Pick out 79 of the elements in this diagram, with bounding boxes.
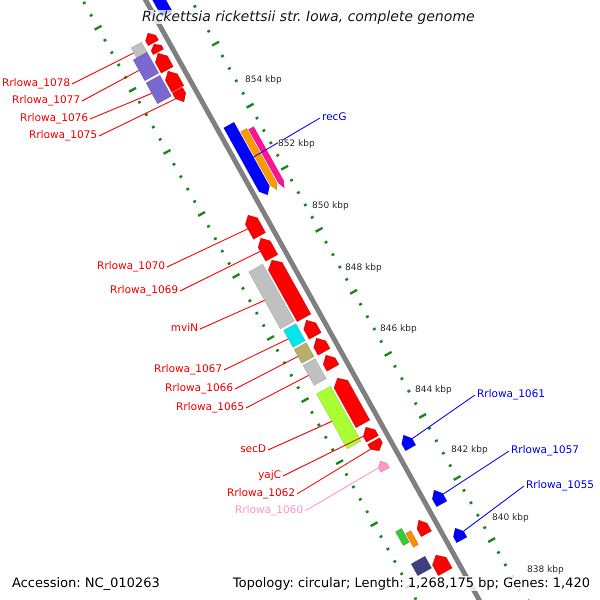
scale-label: 840 kbp (492, 514, 529, 523)
scale-label: 842 kbp (451, 446, 488, 455)
gene-label: Rrlowa_1078 (2, 78, 70, 88)
gene-feature (416, 520, 432, 538)
gene-feature (453, 528, 468, 544)
gene-label: mviN (170, 323, 198, 334)
leader-line (253, 118, 320, 158)
leader-line (82, 70, 140, 102)
gene-label: Rrlowa_1070 (97, 261, 165, 272)
gene-feature (432, 554, 453, 576)
scale-label: 852 kbp (278, 140, 315, 149)
leader-line (282, 436, 364, 476)
gene-label: Rrlowa_1076 (20, 113, 88, 124)
gene-label: Rrlowa_1061 (477, 389, 545, 400)
leader-line (90, 92, 152, 120)
gene-label: recG (322, 112, 346, 122)
gene-feature (378, 460, 390, 473)
leader-line (304, 467, 379, 512)
gene-label: Rrlowa_1075 (29, 130, 97, 140)
gene-feature (240, 128, 278, 190)
gene-feature (248, 264, 295, 330)
scale-label: 838 kbp (527, 566, 564, 575)
gene-feature (258, 238, 278, 262)
gene-label: Rrlowa_1060 (235, 505, 303, 516)
leader-line (98, 98, 176, 136)
gene-feature (334, 378, 370, 428)
gene-feature (244, 214, 266, 240)
gene-label: Rrlowa_1066 (165, 383, 233, 394)
gene-label: Rrlowa_1055 (526, 480, 594, 490)
gene-label: Rrlowa_1057 (511, 445, 579, 456)
gene-feature (432, 490, 448, 508)
gene-feature (150, 44, 164, 56)
gene-feature (223, 122, 270, 196)
leader-line (180, 250, 261, 292)
gene-feature (395, 528, 410, 546)
gene-feature (154, 52, 174, 74)
gene-feature (294, 342, 314, 364)
gene-feature (302, 358, 327, 386)
scale-label: 850 kbp (312, 202, 349, 211)
gene-feature (401, 434, 416, 452)
gene-label: secD (240, 444, 266, 454)
gene-feature (313, 338, 330, 356)
scale-label: 854 kbp (245, 76, 282, 85)
leader-line (200, 300, 266, 330)
gene-feature (268, 260, 312, 322)
scale-label: 846 kbp (380, 325, 417, 334)
gene-feature (132, 52, 160, 82)
gene-feature (316, 386, 362, 450)
gene-feature (367, 437, 383, 452)
gene-label: Rrlowa_1077 (12, 95, 80, 106)
leader-line (72, 52, 134, 84)
leader-line (268, 420, 332, 450)
gene-label: Rrlowa_1062 (227, 488, 295, 498)
gene-label: Rrlowa_1065 (176, 402, 244, 412)
gene-label: yajC (258, 470, 281, 480)
gene-feature (303, 320, 322, 340)
gene-feature (362, 426, 379, 443)
scale-label: 844 kbp (415, 386, 452, 395)
gene-feature (164, 70, 184, 93)
leader-line (442, 450, 510, 495)
gene-feature (146, 74, 172, 104)
accession-text: Accession: NC_010263 (10, 576, 162, 591)
gene-feature (405, 530, 419, 548)
leader-line (463, 486, 524, 532)
title: Rickettsia rickettsii str. Iowa, complete genome (142, 10, 475, 24)
leader-line (234, 356, 298, 390)
gene-label: Rrlowa_1069 (110, 285, 178, 296)
gene-feature (322, 354, 340, 372)
gene-feature (145, 32, 159, 46)
genome-summary: Topology: circular; Length: 1,268,175 bp; Genes: 1,420 (230, 576, 592, 591)
scale-label: 848 kbp (345, 264, 382, 273)
gene-label: Rrlowa_1067 (154, 364, 222, 374)
gene-feature (130, 42, 148, 58)
leader-line (224, 338, 289, 370)
leader-line (246, 374, 310, 408)
leader-line (296, 448, 371, 494)
gene-feature (283, 323, 306, 348)
leader-line (412, 394, 476, 440)
leader-line (166, 228, 248, 268)
